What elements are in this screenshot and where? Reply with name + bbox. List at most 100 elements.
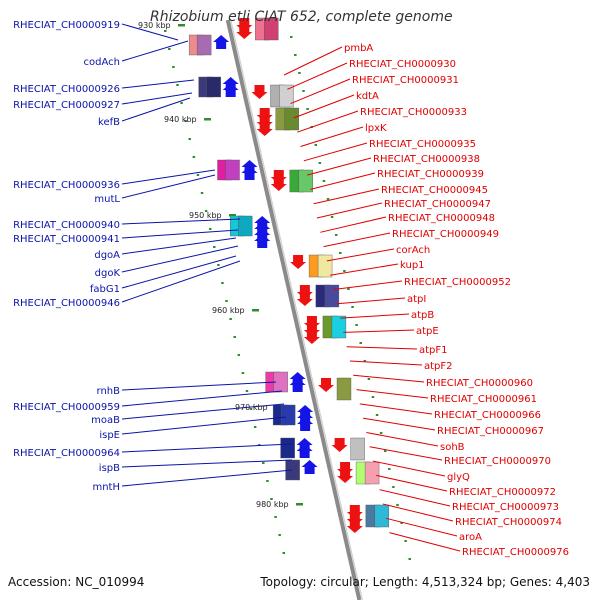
gene-label-pmba[interactable]: pmbA <box>344 43 373 54</box>
track-dot <box>334 234 338 236</box>
gene-label-rheciat-ch0000940[interactable]: RHECIAT_CH0000940 <box>13 220 120 231</box>
gene-label-atpe[interactable]: atpE <box>416 326 439 337</box>
track-dot <box>270 498 273 500</box>
gene-label-rheciat-ch0000946[interactable]: RHECIAT_CH0000946 <box>13 298 120 309</box>
gene-label-rheciat-ch0000974[interactable]: RHECIAT_CH0000974 <box>455 517 562 528</box>
track-dot <box>359 342 362 344</box>
gene-block-reverse[interactable] <box>298 169 313 193</box>
gene-label-kdta[interactable]: kdtA <box>356 91 379 102</box>
track-dot <box>164 30 167 32</box>
gene-block-forward[interactable] <box>280 404 296 426</box>
gene-label-dgoa[interactable]: dgoA <box>94 250 120 261</box>
gene-label-rheciat-ch0000935[interactable]: RHECIAT_CH0000935 <box>369 139 476 150</box>
gene-block-forward[interactable] <box>280 437 295 459</box>
reverse-arrow <box>290 262 307 269</box>
gene-block-reverse[interactable] <box>279 84 294 108</box>
reverse-arrow <box>236 32 253 39</box>
track-dot <box>388 468 391 470</box>
gene-label-mutl[interactable]: mutL <box>94 194 120 205</box>
gene-label-codach[interactable]: codAch <box>84 57 120 68</box>
backbone-edge <box>230 19 363 600</box>
gene-block-reverse[interactable] <box>364 461 380 485</box>
track-dot <box>180 102 183 104</box>
gene-label-rheciat-ch0000952[interactable]: RHECIAT_CH0000952 <box>404 277 511 288</box>
forward-arrow <box>254 234 271 241</box>
gene-label-rheciat-ch0000941[interactable]: RHECIAT_CH0000941 <box>13 234 120 245</box>
reverse-arrow-body <box>306 330 317 337</box>
forward-arrow <box>254 222 271 229</box>
reverse-arrow-body <box>299 292 310 299</box>
gene-label-corach[interactable]: corAch <box>396 245 430 256</box>
track-dot <box>229 318 232 320</box>
gene-label-rheciat-ch0000949[interactable]: RHECIAT_CH0000949 <box>392 229 499 240</box>
gene-label-rheciat-ch0000947[interactable]: RHECIAT_CH0000947 <box>384 199 491 210</box>
forward-arrow <box>297 417 314 424</box>
gene-label-rheciat-ch0000948[interactable]: RHECIAT_CH0000948 <box>388 213 495 224</box>
gene-block-reverse[interactable] <box>350 437 365 461</box>
gene-leader-line <box>316 202 383 219</box>
gene-label-rnhb[interactable]: rnhB <box>97 386 121 397</box>
gene-label-sohb[interactable]: sohB <box>440 442 465 453</box>
gene-block-reverse[interactable] <box>331 315 347 339</box>
track-dot <box>355 324 358 326</box>
forward-arrow <box>301 460 318 467</box>
gene-label-kefb[interactable]: kefB <box>98 117 120 128</box>
gene-block-reverse[interactable] <box>284 107 299 131</box>
gene-label-ispe[interactable]: ispE <box>99 430 120 441</box>
gene-label-rheciat-ch0000972[interactable]: RHECIAT_CH0000972 <box>449 487 556 498</box>
gene-label-moab[interactable]: moaB <box>91 415 120 426</box>
gene-label-atpb[interactable]: atpB <box>411 310 434 321</box>
gene-label-dgok[interactable]: dgoK <box>95 268 121 279</box>
gene-label-rheciat-ch0000967[interactable]: RHECIAT_CH0000967 <box>437 426 544 437</box>
gene-block-reverse[interactable] <box>264 17 279 41</box>
gene-label-rheciat-ch0000964[interactable]: RHECIAT_CH0000964 <box>13 448 120 459</box>
gene-label-rheciat-ch0000945[interactable]: RHECIAT_CH0000945 <box>381 185 488 196</box>
gene-label-rheciat-ch0000938[interactable]: RHECIAT_CH0000938 <box>373 154 480 165</box>
track-dot <box>347 288 350 290</box>
gene-label-glyq[interactable]: glyQ <box>447 472 470 483</box>
gene-label-rheciat-ch0000926[interactable]: RHECIAT_CH0000926 <box>13 84 120 95</box>
gene-label-rheciat-ch0000927[interactable]: RHECIAT_CH0000927 <box>13 100 120 111</box>
gene-block-forward[interactable] <box>225 159 240 181</box>
gene-leader-line <box>121 260 241 303</box>
reverse-arrow-body <box>299 285 310 292</box>
gene-block-reverse[interactable] <box>374 504 390 528</box>
gene-label-rheciat-ch0000970[interactable]: RHECIAT_CH0000970 <box>444 456 551 467</box>
gene-label-atpf2[interactable]: atpF2 <box>424 361 453 372</box>
gene-label-rheciat-ch0000939[interactable]: RHECIAT_CH0000939 <box>377 169 484 180</box>
track-dot <box>367 378 371 380</box>
gene-block-reverse[interactable] <box>317 254 333 278</box>
reverse-arrow-body <box>306 316 317 323</box>
gene-label-fabg1[interactable]: fabG1 <box>90 284 120 295</box>
gene-label-rheciat-ch0000933[interactable]: RHECIAT_CH0000933 <box>360 107 467 118</box>
gene-block-reverse[interactable] <box>324 284 340 308</box>
gene-label-rheciat-ch0000959[interactable]: RHECIAT_CH0000959 <box>13 402 120 413</box>
reverse-arrow <box>317 385 334 392</box>
gene-block-forward[interactable] <box>285 459 300 481</box>
gene-label-rheciat-ch0000966[interactable]: RHECIAT_CH0000966 <box>434 410 541 421</box>
track-dot <box>339 252 342 254</box>
gene-label-kup1[interactable]: kup1 <box>400 260 425 271</box>
gene-leader-line <box>121 79 195 89</box>
gene-block-reverse[interactable] <box>336 377 352 401</box>
gene-block-forward[interactable] <box>196 34 212 56</box>
scale-tick <box>229 214 236 217</box>
gene-block-forward[interactable] <box>206 76 221 98</box>
forward-arrow <box>289 372 306 379</box>
gene-label-rheciat-ch0000930[interactable]: RHECIAT_CH0000930 <box>349 59 456 70</box>
gene-label-atpi[interactable]: atpI <box>407 294 426 305</box>
forward-arrow-body <box>300 424 311 431</box>
gene-label-rheciat-ch0000936[interactable]: RHECIAT_CH0000936 <box>13 180 120 191</box>
gene-label-ispb[interactable]: ispB <box>99 463 120 474</box>
gene-label-rheciat-ch0000961[interactable]: RHECIAT_CH0000961 <box>430 394 537 405</box>
gene-label-rheciat-ch0000931[interactable]: RHECIAT_CH0000931 <box>352 75 459 86</box>
gene-label-lpxk[interactable]: lpxK <box>365 123 387 134</box>
gene-label-rheciat-ch0000919[interactable]: RHECIAT_CH0000919 <box>13 20 120 31</box>
gene-label-rheciat-ch0000960[interactable]: RHECIAT_CH0000960 <box>426 378 533 389</box>
gene-block-forward[interactable] <box>238 215 253 237</box>
gene-label-atpf1[interactable]: atpF1 <box>419 345 448 356</box>
gene-label-rheciat-ch0000973[interactable]: RHECIAT_CH0000973 <box>452 502 559 513</box>
gene-label-aroa[interactable]: aroA <box>459 532 482 543</box>
gene-label-mnth[interactable]: mntH <box>92 482 120 493</box>
gene-label-rheciat-ch0000976[interactable]: RHECIAT_CH0000976 <box>462 547 569 558</box>
